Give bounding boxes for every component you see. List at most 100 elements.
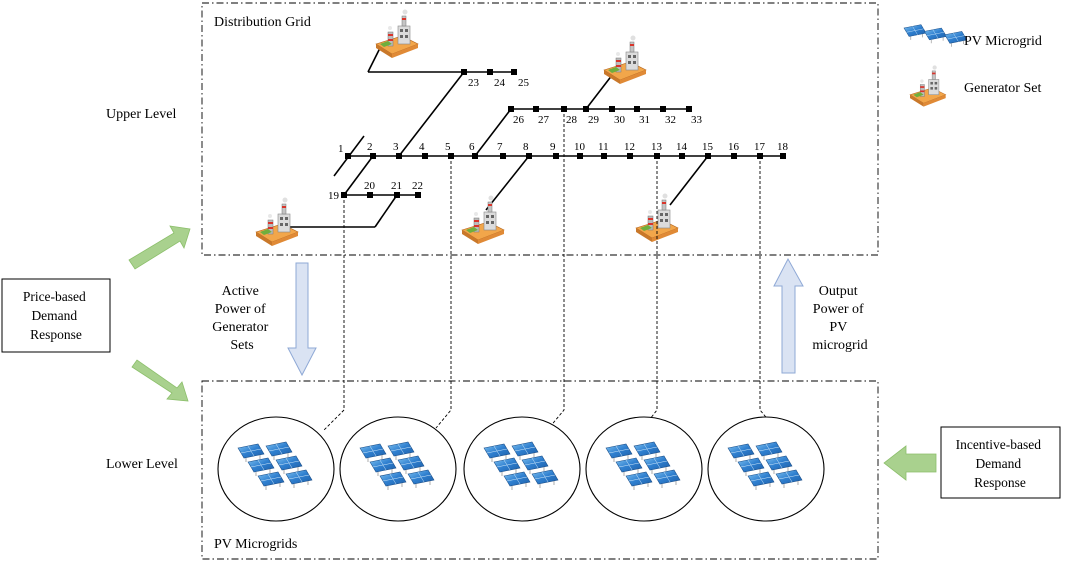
bus-label-16: 16	[728, 141, 740, 153]
pv-microgrids	[217, 416, 825, 522]
bus-label-26: 26	[513, 114, 525, 126]
generator-set-icon-8	[461, 195, 505, 245]
connector-5	[435, 156, 452, 429]
bus-label-31: 31	[639, 114, 650, 126]
bus-node-2	[370, 153, 376, 159]
bus-label-7: 7	[497, 141, 503, 153]
bus-node-14	[679, 153, 685, 159]
bus-label-9: 9	[550, 141, 556, 153]
active-power-down-arrow	[287, 262, 317, 377]
lower-level-box	[201, 380, 879, 560]
pv-microgrid-1	[217, 416, 335, 522]
bus-node-31	[634, 106, 640, 112]
gen-line-23b	[367, 47, 381, 73]
bus-label-27: 27	[538, 114, 550, 126]
bus-label-18: 18	[777, 141, 789, 153]
connector-19	[323, 195, 345, 431]
bus-node-21	[394, 192, 400, 198]
bus-node-26	[508, 106, 514, 112]
legend-pv-label: PV Microgrid	[964, 34, 1042, 49]
generator-set-icon-29	[603, 35, 647, 85]
upper-level-label: Upper Level	[106, 107, 176, 122]
bus-node-23	[461, 69, 467, 75]
price-based-dr-box	[1, 278, 111, 353]
bus-label-22: 22	[412, 180, 423, 192]
bus-node-15	[705, 153, 711, 159]
legend-generator-label: Generator Set	[964, 81, 1041, 96]
bus-node-6	[472, 153, 478, 159]
legend: PV Microgrid Generator Set	[903, 24, 1042, 108]
output-power-label: Output Power of PV microgrid	[812, 284, 867, 353]
branch-line-3-23	[398, 71, 465, 157]
bus-node-8	[526, 153, 532, 159]
incentive-based-dr-text: Incentive-based Demand Response	[956, 437, 1045, 490]
upper-box-title: Distribution Grid	[214, 15, 311, 30]
bus-label-25: 25	[518, 77, 530, 89]
generator-set-legend-icon	[909, 64, 947, 108]
gen-line-15	[669, 155, 709, 206]
bus-node-4	[422, 153, 428, 159]
bus-node-12	[627, 153, 633, 159]
dashed-connectors	[323, 109, 776, 431]
bus-label-23: 23	[468, 77, 480, 89]
distribution-network	[285, 47, 783, 228]
bus-label-28: 28	[566, 114, 578, 126]
bus-label-5: 5	[445, 141, 451, 153]
generator-set-icon-23	[375, 9, 419, 59]
branch-line-2-19	[343, 155, 374, 196]
bus-node-3	[396, 153, 402, 159]
pv-microgrid-3	[463, 416, 581, 522]
bus-label-33: 33	[691, 114, 703, 126]
bus-node-9	[553, 153, 559, 159]
bus-node-24	[487, 69, 493, 75]
bus-label-12: 12	[624, 141, 635, 153]
connector-17	[759, 156, 776, 429]
bus-label-24: 24	[494, 77, 506, 89]
bus-node-32	[660, 106, 666, 112]
bus-label-30: 30	[614, 114, 626, 126]
connector-13	[642, 156, 658, 429]
bus-label-17: 17	[754, 141, 766, 153]
incentive-to-lower-arrow	[883, 445, 937, 481]
upper-level-box	[201, 2, 879, 256]
bus-node-11	[601, 153, 607, 159]
pv-microgrid-5	[707, 416, 825, 522]
lower-box-title: PV Microgrids	[214, 537, 297, 552]
bus-node-20	[367, 192, 373, 198]
bus-node-18	[780, 153, 786, 159]
bus-label-11: 11	[598, 141, 609, 153]
incentive-based-dr-box	[940, 426, 1061, 499]
bus-node-29	[583, 106, 589, 112]
gen-line-21	[374, 194, 398, 228]
generator-set-icon-21	[255, 197, 299, 247]
bus-label-14: 14	[676, 141, 688, 153]
bus-label-1: 1	[338, 143, 344, 155]
bus-label-13: 13	[651, 141, 663, 153]
bus-node-33	[686, 106, 692, 112]
bus-node-22	[415, 192, 421, 198]
bus-label-3: 3	[393, 141, 399, 153]
bus-label-4: 4	[419, 141, 425, 153]
bus-label-15: 15	[702, 141, 714, 153]
price-based-dr-text: Price-based Demand Response	[23, 289, 89, 342]
pv-microgrid-legend-icon	[903, 24, 968, 47]
branch-line-6-26	[474, 108, 512, 157]
bus-label-29: 29	[588, 114, 600, 126]
bus-label-19: 19	[328, 190, 340, 202]
bus-label-2: 2	[367, 141, 373, 153]
bus-node-25	[511, 69, 517, 75]
bus-node-27	[533, 106, 539, 112]
bus-nodes	[341, 69, 786, 198]
active-power-label: Active Power of Generator Sets	[212, 284, 271, 353]
pv-microgrid-2	[339, 416, 457, 522]
lower-level-label: Lower Level	[106, 457, 178, 472]
connector-28	[548, 109, 565, 429]
output-power-up-arrow	[773, 257, 804, 374]
bus-node-1	[345, 153, 351, 159]
bus-label-20: 20	[364, 180, 376, 192]
price-to-lower-arrow	[131, 359, 189, 402]
pv-microgrid-4	[585, 416, 703, 522]
